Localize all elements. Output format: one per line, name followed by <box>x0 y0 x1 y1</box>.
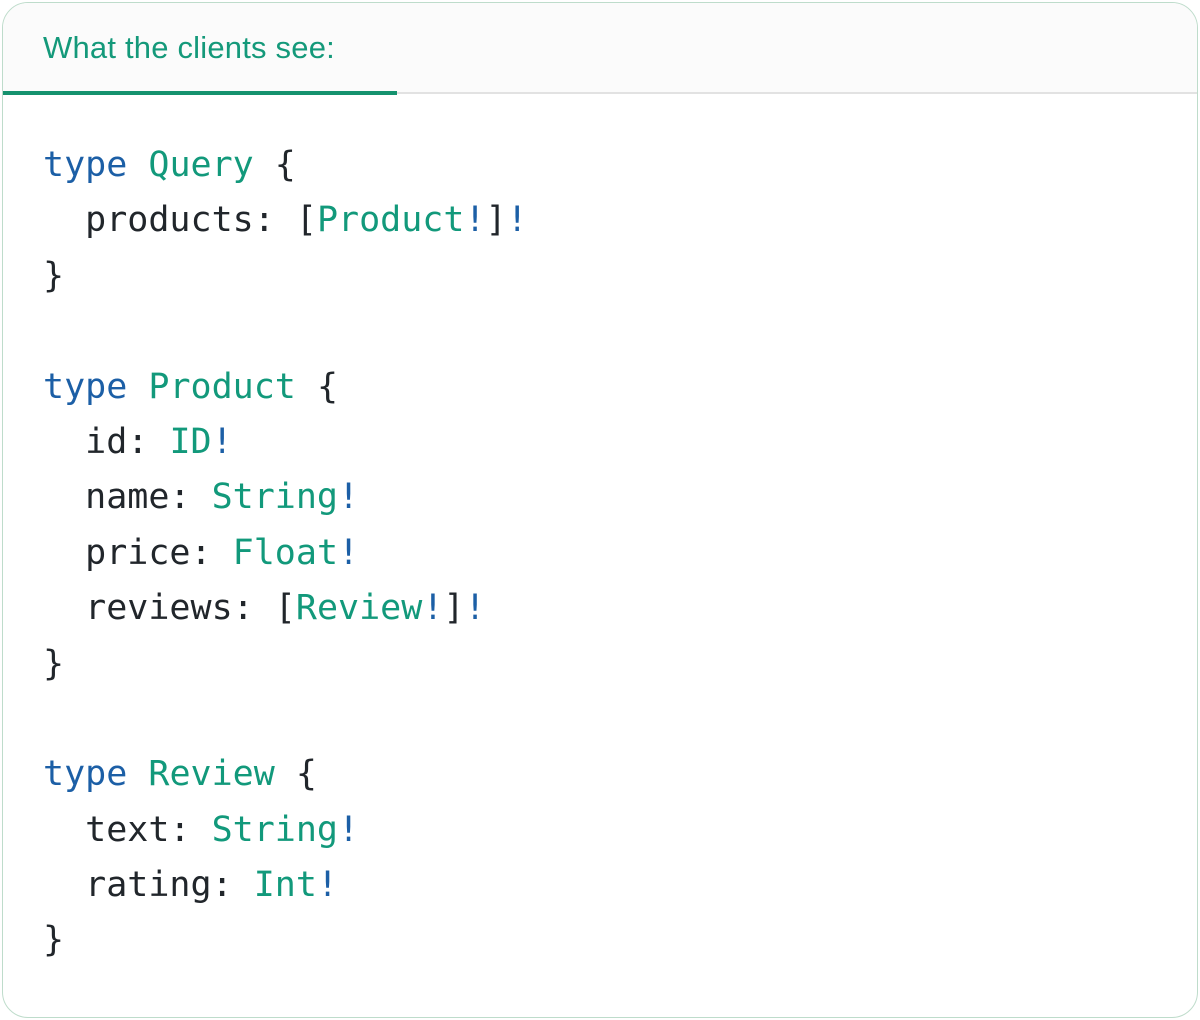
code-token-ty: Review <box>295 588 423 629</box>
code-token-bang: ! <box>338 532 360 573</box>
code-line <box>43 304 1157 359</box>
code-token-bang: ! <box>211 421 233 462</box>
code-token-pl: text: <box>43 809 212 850</box>
code-line: type Product { <box>43 360 1157 415</box>
code-token-pl: } <box>43 255 65 296</box>
code-token-ty: Float <box>232 532 339 573</box>
code-token-kw: type <box>43 366 128 407</box>
code-token-ty: Review <box>148 754 275 795</box>
code-token-ty: Query <box>148 145 254 185</box>
code-token-ty: ID <box>169 421 212 462</box>
code-token-pl: { <box>253 145 296 185</box>
code-token-ty: Product <box>316 200 465 241</box>
code-line <box>43 692 1157 747</box>
code-token-ty: Product <box>148 366 296 407</box>
code-token-pl: ] <box>485 200 507 241</box>
code-line: reviews: [Review!]! <box>43 581 1157 636</box>
code-token-pl: { <box>295 366 339 407</box>
tab-what-clients-see[interactable]: What the clients see: <box>43 29 335 65</box>
code-token-bang: ! <box>506 200 528 241</box>
active-tab-underline <box>3 91 397 95</box>
code-token-bang: ! <box>464 588 486 629</box>
code-token-bang: ! <box>316 865 339 906</box>
code-token-bang: ! <box>464 200 486 241</box>
code-token-kw: type <box>43 145 128 185</box>
code-token-pl <box>127 145 148 185</box>
code-token-pl: { <box>274 754 317 795</box>
code-block: type Query { products: [Product!]!} type… <box>3 94 1197 969</box>
code-line: text: String! <box>43 803 1157 858</box>
code-token-pl <box>127 754 148 794</box>
code-line: rating: Int! <box>43 858 1157 913</box>
code-token-pl: reviews: [ <box>43 588 296 629</box>
code-line: name: String! <box>43 470 1157 525</box>
code-token-bang: ! <box>338 477 360 518</box>
code-token-pl <box>127 367 148 407</box>
code-line: } <box>43 913 1157 968</box>
code-token-pl: name: <box>43 477 212 518</box>
code-token-pl: id: <box>43 421 170 462</box>
code-line: products: [Product!]! <box>43 193 1157 248</box>
code-line: type Review { <box>43 747 1157 802</box>
code-token-pl: price: <box>43 532 233 573</box>
code-token-pl: } <box>43 643 65 684</box>
code-token-ty: String <box>211 809 339 850</box>
code-token-ty: Int <box>253 865 317 906</box>
code-token-pl: ] <box>443 588 465 629</box>
code-token-pl: products: [ <box>43 200 317 241</box>
code-token-bang: ! <box>422 588 444 629</box>
code-line: id: ID! <box>43 415 1157 470</box>
code-token-pl: } <box>43 920 65 961</box>
code-token-kw: type <box>43 754 128 795</box>
code-token-ty: String <box>211 477 339 518</box>
code-token-bang: ! <box>338 809 360 850</box>
code-line: } <box>43 637 1157 692</box>
panel-header: What the clients see: <box>3 3 1197 95</box>
code-token-pl: rating: <box>43 865 254 906</box>
code-line: type Query { <box>43 138 1157 193</box>
code-line: price: Float! <box>43 526 1157 581</box>
code-line: } <box>43 249 1157 304</box>
